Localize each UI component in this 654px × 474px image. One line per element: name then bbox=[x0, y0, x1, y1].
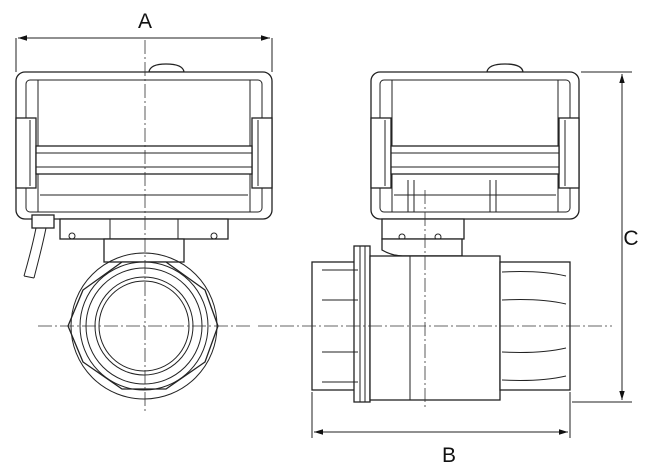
stem-bracket-front bbox=[59, 218, 229, 263]
dimension-b: B bbox=[311, 392, 571, 467]
dimension-c: C bbox=[572, 71, 639, 403]
dimension-a: A bbox=[15, 10, 273, 72]
actuator-housing-front bbox=[15, 63, 273, 220]
actuator-housing-side bbox=[370, 63, 580, 220]
dimension-b-label: B bbox=[442, 444, 456, 467]
front-view: A bbox=[15, 10, 273, 412]
dimension-c-label: C bbox=[623, 227, 638, 250]
cable-gland bbox=[23, 214, 55, 279]
side-view: B C bbox=[258, 63, 639, 467]
valve-body-side bbox=[311, 245, 571, 403]
dimension-a-label: A bbox=[138, 10, 152, 33]
stem-bracket-side bbox=[381, 218, 465, 257]
